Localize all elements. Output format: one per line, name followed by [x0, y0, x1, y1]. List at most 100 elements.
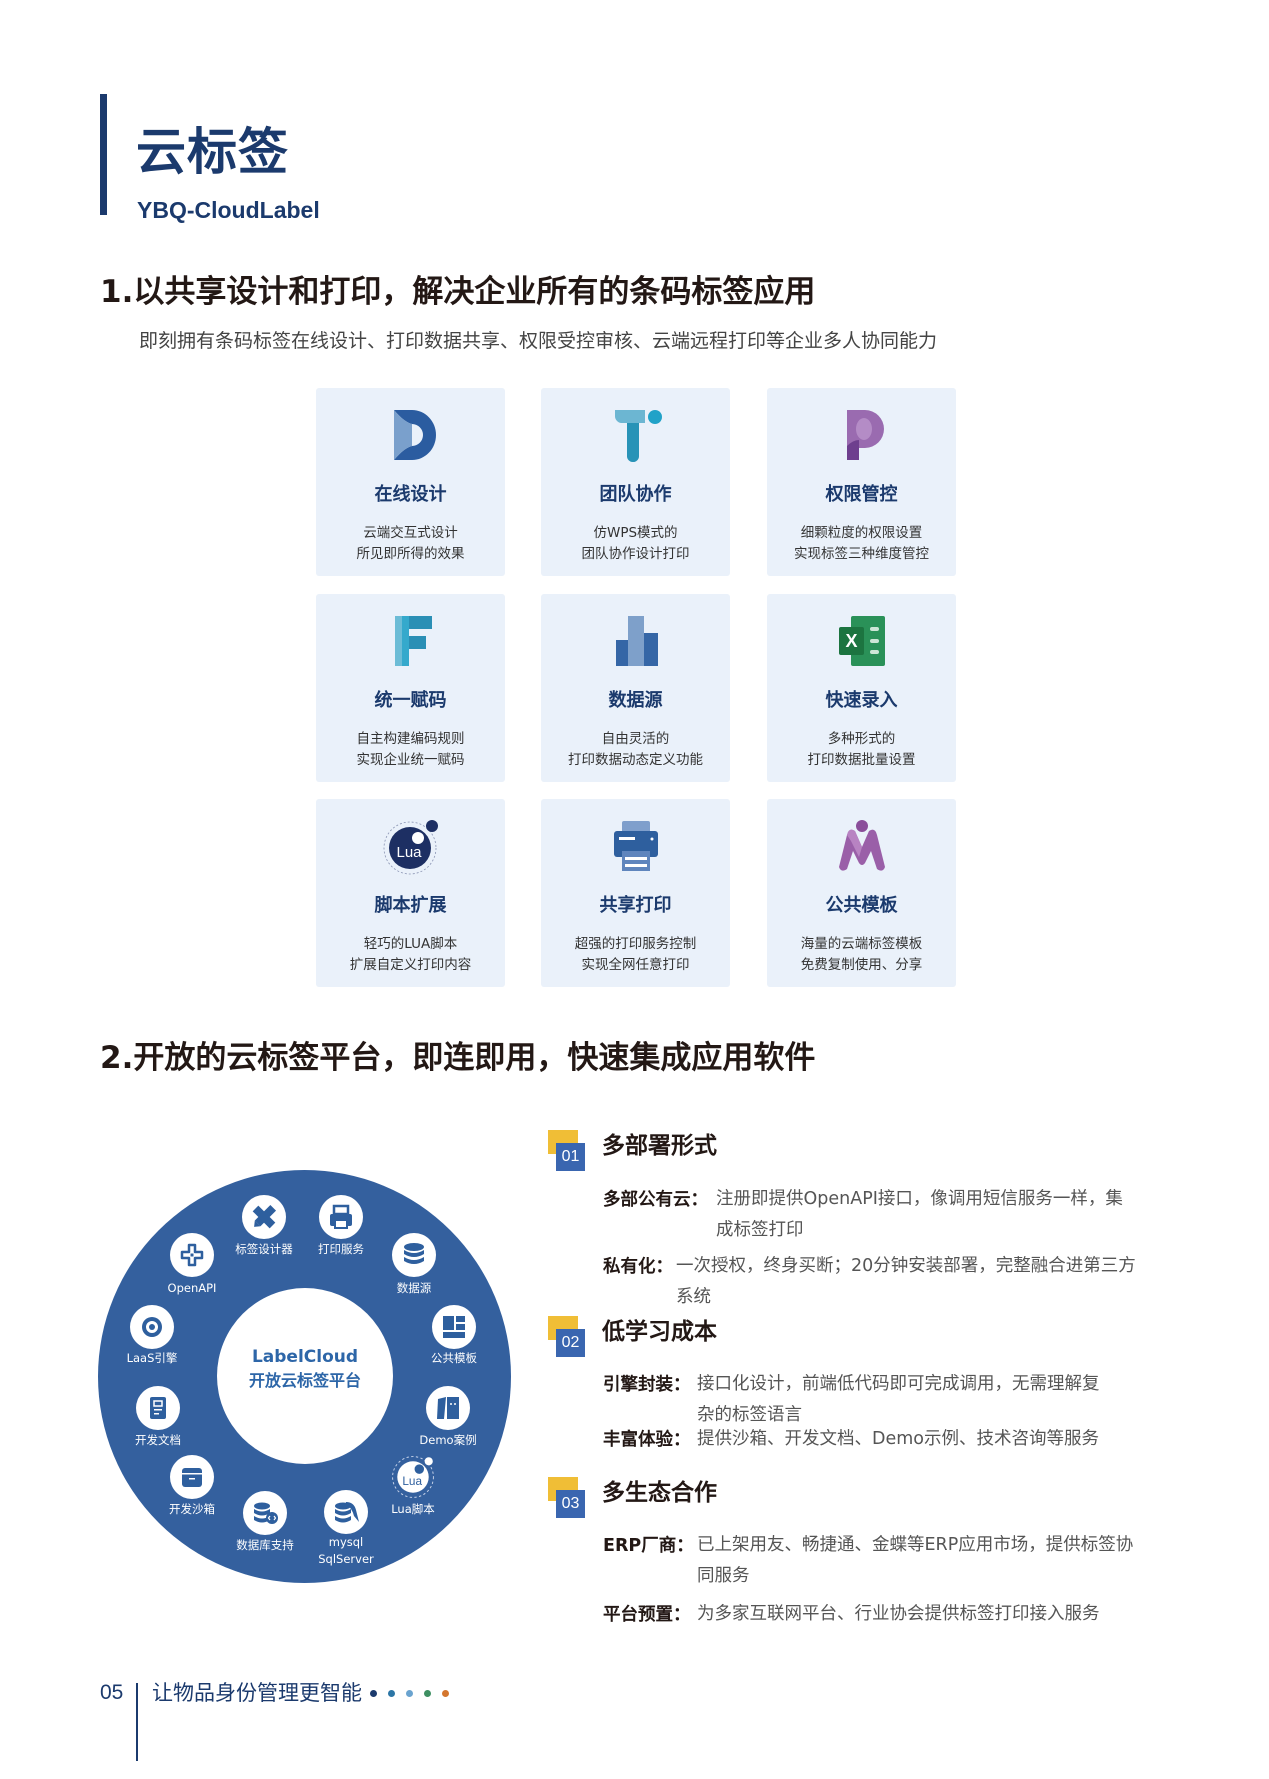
ring-label-secondary: SqlServer — [318, 1552, 374, 1566]
ring-label: LaaS引擎 — [126, 1351, 178, 1365]
design-d-icon — [394, 410, 436, 460]
card-description: 海量的云端标签模板免费复制使用、分享 — [800, 936, 923, 973]
feature-card-online-design: 在线设计 云端交互式设计所见即所得的效果 — [316, 388, 505, 576]
feature-item-label: ERP厂商： — [603, 1536, 694, 1556]
hub-title-en: LabelCloud — [251, 1347, 359, 1367]
svg-text:X: X — [845, 631, 857, 651]
card-description: 自由灵活的打印数据动态定义功能 — [568, 731, 703, 768]
pencil-ruler-icon — [252, 1204, 277, 1229]
section2-heading: 2.开放的云标签平台，即连即用，快速集成应用软件 — [100, 1040, 816, 1076]
card-title: 统一赋码 — [374, 690, 447, 711]
section1-heading: 1.以共享设计和打印，解决企业所有的条码标签应用 — [100, 274, 816, 310]
card-title: 共享打印 — [599, 895, 672, 916]
decorative-dot — [424, 1690, 431, 1697]
feature-item-text: 提供沙箱、开发文档、Demo示例、技术咨询等服务 — [697, 1429, 1099, 1449]
card-title: 团队协作 — [599, 484, 672, 505]
layout-template-icon — [443, 1316, 465, 1338]
ring-label: Lua脚本 — [391, 1502, 435, 1516]
book-icon — [437, 1397, 459, 1419]
card-description: 仿WPS模式的团队协作设计打印 — [581, 525, 690, 562]
feature-card-permission: 权限管控 细颗粒度的权限设置实现标签三种维度管控 — [767, 388, 956, 576]
api-knot-icon — [180, 1243, 204, 1267]
card-description: 云端交互式设计所见即所得的效果 — [356, 525, 465, 562]
feature-title: 多部署形式 — [602, 1133, 717, 1159]
hub-title-cn: 开放云标签平台 — [248, 1371, 361, 1390]
feature-item-label: 引擎封装： — [603, 1375, 691, 1395]
printer-icon — [330, 1204, 352, 1229]
database-icon — [404, 1243, 424, 1264]
feature-number-badge: 02 — [556, 1329, 585, 1357]
ring-node-dev-docs — [136, 1386, 180, 1430]
card-description: 多种形式的打印数据批量设置 — [807, 731, 916, 768]
feature-item-label: 平台预置： — [603, 1605, 691, 1625]
page-title: 云标签 — [136, 123, 289, 181]
ring-node-print-service — [319, 1195, 363, 1239]
ring-label: 数据库支持 — [236, 1538, 294, 1552]
footer-divider — [136, 1683, 138, 1761]
card-title: 在线设计 — [374, 484, 447, 505]
bar-chart-icon — [616, 616, 658, 666]
ring-node-demo — [426, 1386, 470, 1430]
ring-node-lua-script: Lua — [391, 1455, 435, 1499]
feature-item-text: 已上架用友、畅捷通、金蝶等ERP应用市场，提供标签协同服务 — [697, 1535, 1134, 1586]
page-subtitle: YBQ-CloudLabel — [137, 197, 320, 223]
decorative-dot — [370, 1690, 377, 1697]
ring-node-laas-engine — [130, 1305, 174, 1349]
feature-card-script-extension: Lua 脚本扩展 轻巧的LUA脚本扩展自定义打印内容 — [316, 799, 505, 987]
section1-description: 即刻拥有条码标签在线设计、打印数据共享、权限受控审核、云端远程打印等企业多人协同… — [139, 330, 938, 352]
feature-item-text: 注册即提供OpenAPI接口，像调用短信服务一样，集成标签打印 — [716, 1189, 1123, 1240]
mysql-database-icon — [335, 1502, 359, 1523]
ring-label: mysql — [328, 1535, 364, 1549]
card-title: 数据源 — [608, 690, 663, 711]
ring-label: OpenAPI — [167, 1281, 217, 1295]
card-title: 权限管控 — [825, 484, 898, 505]
feature-item-text: 接口化设计，前端低代码即可完成调用，无需理解复杂的标签语言 — [697, 1374, 1100, 1425]
ring-label: 开发文档 — [135, 1433, 181, 1447]
ring-label: 标签设计器 — [235, 1242, 293, 1256]
card-title: 公共模板 — [825, 895, 898, 916]
ring-node-database-support — [243, 1491, 287, 1535]
printer-icon — [614, 821, 658, 871]
ring-node-label-designer — [242, 1195, 286, 1239]
feature-card-fast-input: X 快速录入 多种形式的打印数据批量设置 — [767, 594, 956, 782]
ring-node-data-source — [392, 1233, 436, 1277]
unified-f-icon — [395, 616, 432, 666]
feature-item-text: 一次授权，终身买断；20分钟安装部署，完整融合进第三方系统 — [676, 1256, 1136, 1307]
permission-p-icon — [847, 410, 884, 460]
feature-item-label: 私有化： — [603, 1257, 673, 1277]
feature-number-badge: 01 — [556, 1143, 585, 1171]
ring-label: 开发沙箱 — [169, 1502, 215, 1516]
card-description: 超强的打印服务控制实现全网任意打印 — [574, 936, 697, 973]
ring-label: Demo案例 — [419, 1433, 477, 1447]
feature-title: 多生态合作 — [602, 1480, 717, 1506]
ring-node-mysql-sqlserver — [324, 1490, 368, 1534]
card-title: 脚本扩展 — [374, 895, 447, 916]
feature-card-data-source: 数据源 自由灵活的打印数据动态定义功能 — [541, 594, 730, 782]
box-icon — [182, 1468, 202, 1487]
lua-icon: Lua — [392, 1456, 434, 1498]
feature-number-badge: 03 — [556, 1490, 585, 1518]
ring-node-public-template — [432, 1305, 476, 1349]
svg-text:Lua: Lua — [396, 844, 422, 861]
feature-card-unified-coding: 统一赋码 自主构建编码规则实现企业统一赋码 — [316, 594, 505, 782]
decorative-dot — [388, 1690, 395, 1697]
platform-hub: LabelCloud 开放云标签平台 — [217, 1288, 393, 1464]
card-description: 轻巧的LUA脚本扩展自定义打印内容 — [349, 936, 472, 973]
feature-card-shared-print: 共享打印 超强的打印服务控制实现全网任意打印 — [541, 799, 730, 987]
page-number: 05 — [100, 1681, 124, 1704]
decorative-dot — [442, 1690, 449, 1697]
feature-item-text: 为多家互联网平台、行业协会提供标签打印接入服务 — [697, 1604, 1100, 1624]
ring-label: 公共模板 — [431, 1351, 477, 1365]
feature-card-team-collab: 团队协作 仿WPS模式的团队协作设计打印 — [541, 388, 730, 576]
svg-text:Lua: Lua — [402, 1475, 422, 1488]
card-title: 快速录入 — [825, 690, 898, 711]
database-code-icon — [254, 1502, 278, 1524]
title-accent-bar — [100, 94, 107, 215]
feature-title: 低学习成本 — [602, 1319, 717, 1345]
decorative-dot — [406, 1690, 413, 1697]
card-description: 自主构建编码规则实现企业统一赋码 — [356, 731, 465, 768]
feature-card-public-template: 公共模板 海量的云端标签模板免费复制使用、分享 — [767, 799, 956, 987]
footer-slogan: 让物品身份管理更智能 — [152, 1681, 362, 1705]
swirl-engine-icon — [142, 1317, 162, 1337]
feature-item-label: 多部公有云： — [603, 1190, 708, 1210]
